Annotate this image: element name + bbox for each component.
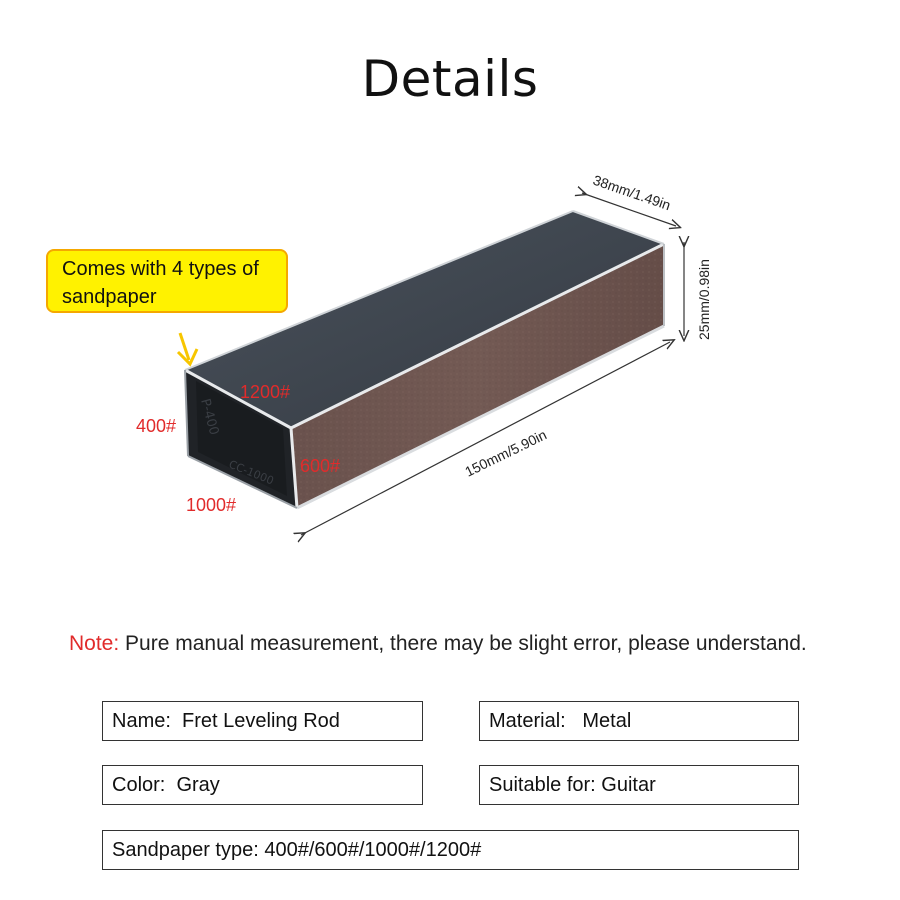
spec-color: Color: Gray [102, 765, 423, 805]
grit-label-left: 400# [136, 416, 176, 436]
svg-text:38mm/1.49in: 38mm/1.49in [591, 172, 673, 213]
pointer-arrow-icon [176, 332, 199, 367]
svg-text:150mm/5.90in: 150mm/5.90in [462, 426, 549, 479]
grit-label-top: 1200# [240, 382, 290, 402]
page-title: Details [361, 50, 539, 108]
spec-material: Material: Metal [479, 701, 799, 741]
grit-label-bottom: 1000# [186, 495, 236, 515]
grit-label-side: 600# [300, 456, 340, 476]
product-illustration: P-400 CC-1000 1200# 400# 600# 1000# 38mm… [136, 172, 712, 600]
note-text: Pure manual measurement, there may be sl… [119, 632, 807, 655]
note-label: Note: [69, 632, 120, 655]
dimension-width: 38mm/1.49in [582, 172, 676, 226]
measurement-note: Note: Pure manual measurement, there may… [69, 632, 807, 656]
spec-suitable: Suitable for: Guitar [479, 765, 799, 805]
spec-sandpaper: Sandpaper type: 400#/600#/1000#/1200# [102, 830, 799, 870]
svg-text:25mm/0.98in: 25mm/0.98in [696, 259, 712, 340]
spec-name: Name: Fret Leveling Rod [102, 701, 423, 741]
dimension-height: 25mm/0.98in [684, 242, 712, 340]
sandpaper-callout: Comes with 4 types of sandpaper [46, 249, 288, 313]
